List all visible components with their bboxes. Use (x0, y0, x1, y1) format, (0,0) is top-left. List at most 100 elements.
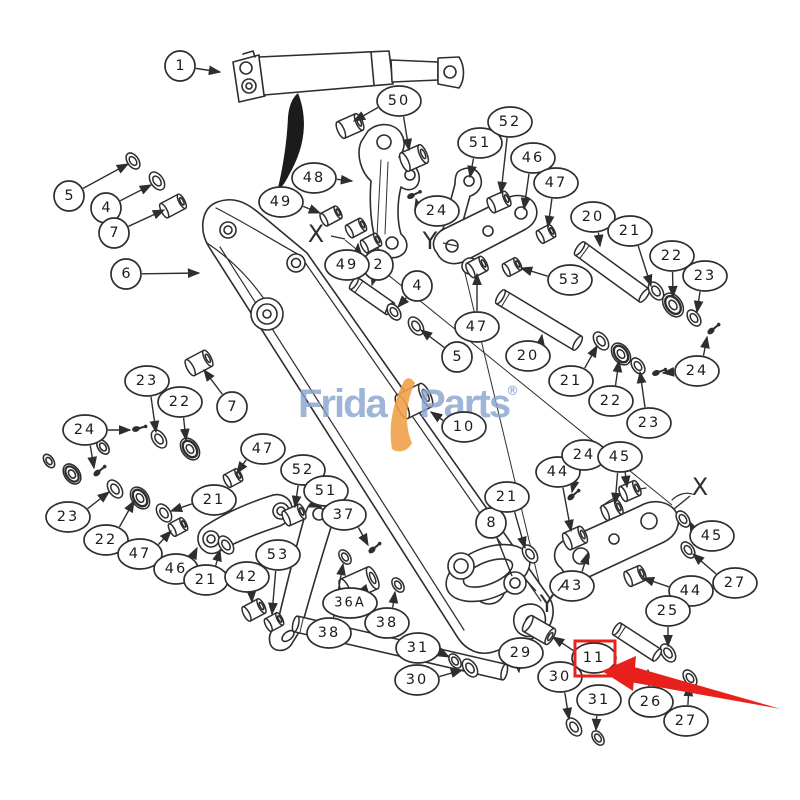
callout-bubble[interactable] (98, 217, 130, 249)
callout-31[interactable]: 31 (576, 684, 622, 716)
callout-36A[interactable]: 36A (322, 587, 378, 619)
callout-2[interactable]: 2 (362, 249, 394, 281)
callout-23[interactable]: 23 (626, 407, 672, 439)
callout-bubble[interactable] (498, 637, 544, 669)
callout-bubble[interactable] (117, 538, 163, 570)
callout-bubble[interactable] (549, 570, 595, 602)
callout-bubble[interactable] (484, 481, 530, 513)
callout-26[interactable]: 26 (628, 686, 674, 718)
callout-bubble[interactable] (157, 386, 203, 418)
callout-bubble[interactable] (548, 365, 594, 397)
callout-49[interactable]: 49 (258, 186, 304, 218)
callout-47[interactable]: 47 (533, 167, 579, 199)
callout-22[interactable]: 22 (649, 240, 695, 272)
callout-bubble[interactable] (487, 106, 533, 138)
callout-45[interactable]: 45 (597, 441, 643, 473)
callout-bubble[interactable] (645, 595, 691, 627)
callout-31[interactable]: 31 (395, 632, 441, 664)
callout-23[interactable]: 23 (124, 365, 170, 397)
callout-38[interactable]: 38 (364, 607, 410, 639)
callout-8[interactable]: 8 (475, 507, 507, 539)
callout-bubble[interactable] (291, 162, 337, 194)
callout-42[interactable]: 42 (224, 561, 270, 593)
callout-7[interactable]: 7 (216, 391, 248, 423)
callout-bubble[interactable] (441, 411, 487, 443)
callout-bubble[interactable] (395, 632, 441, 664)
callout-21[interactable]: 21 (484, 481, 530, 513)
callout-bubble[interactable] (505, 340, 551, 372)
callout-37[interactable]: 37 (321, 499, 367, 531)
callout-bubble[interactable] (607, 215, 653, 247)
callout-bubble[interactable] (62, 414, 108, 446)
callout-27[interactable]: 27 (663, 705, 709, 737)
callout-bubble[interactable] (414, 195, 460, 227)
callout-bubble[interactable] (53, 180, 85, 212)
callout-bubble[interactable] (255, 539, 301, 571)
callout-bubble[interactable] (441, 341, 473, 373)
callout-bubble[interactable] (322, 587, 378, 619)
callout-bubble[interactable] (306, 617, 352, 649)
callout-23[interactable]: 23 (682, 260, 728, 292)
callout-4[interactable]: 4 (401, 270, 433, 302)
callout-22[interactable]: 22 (157, 386, 203, 418)
callout-47[interactable]: 47 (117, 538, 163, 570)
callout-21[interactable]: 21 (183, 564, 229, 596)
callout-53[interactable]: 53 (255, 539, 301, 571)
callout-24[interactable]: 24 (62, 414, 108, 446)
callout-bubble[interactable] (376, 85, 422, 117)
callout-bubble[interactable] (674, 355, 720, 387)
callout-bubble[interactable] (258, 186, 304, 218)
callout-bubble[interactable] (457, 127, 503, 159)
callout-bubble[interactable] (124, 365, 170, 397)
callout-bubble[interactable] (649, 240, 695, 272)
callout-bubble[interactable] (454, 311, 500, 343)
callout-bubble[interactable] (364, 607, 410, 639)
callout-43[interactable]: 43 (549, 570, 595, 602)
callout-bubble[interactable] (576, 684, 622, 716)
callout-bubble[interactable] (45, 501, 91, 533)
callout-30[interactable]: 30 (394, 664, 440, 696)
callout-49[interactable]: 49 (324, 249, 370, 281)
callout-bubble[interactable] (240, 433, 286, 465)
callout-47[interactable]: 47 (454, 311, 500, 343)
callout-bubble[interactable] (626, 407, 672, 439)
callout-52[interactable]: 52 (487, 106, 533, 138)
callout-27[interactable]: 27 (712, 567, 758, 599)
callout-30[interactable]: 30 (537, 661, 583, 693)
callout-bubble[interactable] (394, 664, 440, 696)
callout-bubble[interactable] (401, 270, 433, 302)
callout-51[interactable]: 51 (457, 127, 503, 159)
callout-5[interactable]: 5 (441, 341, 473, 373)
callout-52[interactable]: 52 (280, 454, 326, 486)
callout-23[interactable]: 23 (45, 501, 91, 533)
callout-50[interactable]: 50 (376, 85, 422, 117)
callout-38[interactable]: 38 (306, 617, 352, 649)
callout-7[interactable]: 7 (98, 217, 130, 249)
callout-20[interactable]: 20 (570, 201, 616, 233)
callout-1[interactable]: 1 (164, 50, 196, 82)
callout-5[interactable]: 5 (53, 180, 85, 212)
callout-bubble[interactable] (689, 520, 735, 552)
callout-bubble[interactable] (682, 260, 728, 292)
callout-bubble[interactable] (216, 391, 248, 423)
callout-48[interactable]: 48 (291, 162, 337, 194)
callout-bubble[interactable] (321, 499, 367, 531)
callout-bubble[interactable] (164, 50, 196, 82)
callout-53[interactable]: 53 (547, 264, 593, 296)
callout-11[interactable]: 11 (571, 642, 617, 674)
callout-bubble[interactable] (712, 567, 758, 599)
callout-bubble[interactable] (597, 441, 643, 473)
callout-bubble[interactable] (224, 561, 270, 593)
callout-25[interactable]: 25 (645, 595, 691, 627)
callout-bubble[interactable] (510, 142, 556, 174)
callout-bubble[interactable] (110, 258, 142, 290)
callout-bubble[interactable] (324, 249, 370, 281)
callout-bubble[interactable] (570, 201, 616, 233)
callout-45[interactable]: 45 (689, 520, 735, 552)
callout-bubble[interactable] (628, 686, 674, 718)
callout-47[interactable]: 47 (240, 433, 286, 465)
callout-bubble[interactable] (533, 167, 579, 199)
callout-bubble[interactable] (191, 484, 237, 516)
callout-10[interactable]: 10 (441, 411, 487, 443)
callout-22[interactable]: 22 (588, 385, 634, 417)
